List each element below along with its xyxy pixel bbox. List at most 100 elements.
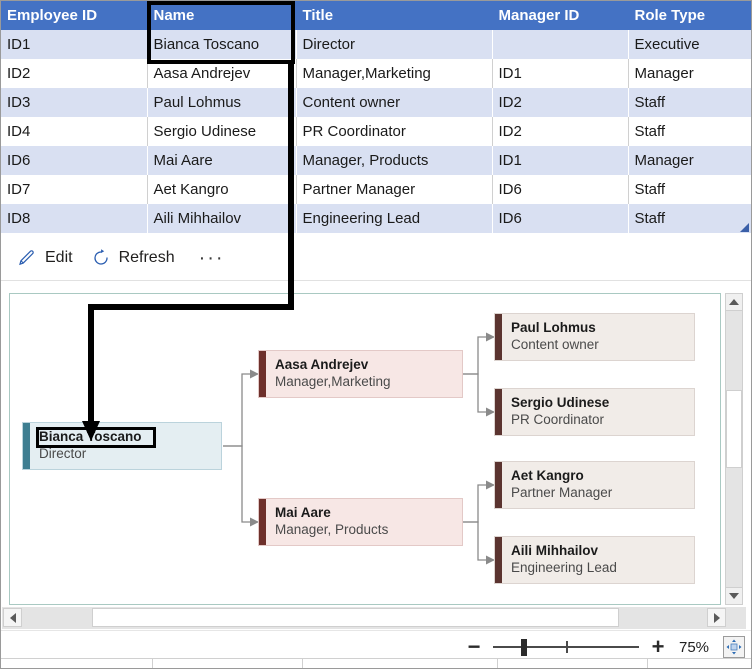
cell-name[interactable]: Mai Aare xyxy=(147,146,297,175)
node-accent-bar xyxy=(259,499,266,545)
cell-manager-id[interactable]: ID1 xyxy=(492,146,629,175)
cell-title[interactable]: PR Coordinator xyxy=(296,117,493,146)
node-accent-bar xyxy=(495,314,502,360)
cell-employee-id[interactable]: ID6 xyxy=(1,146,148,175)
table-row[interactable]: ID3 Paul Lohmus Content owner ID2 Staff xyxy=(1,88,751,117)
column-header-role-type[interactable]: Role Type xyxy=(628,1,751,30)
strip-cell xyxy=(1,659,153,668)
cell-title[interactable]: Engineering Lead xyxy=(296,204,493,233)
cell-role-type[interactable]: Staff xyxy=(628,88,751,117)
org-chart-canvas[interactable]: Bianca Toscano Director Aasa Andrejev Ma… xyxy=(9,293,721,605)
chevron-right-icon xyxy=(713,612,720,623)
horizontal-scroll-thumb[interactable] xyxy=(92,608,619,627)
cell-employee-id[interactable]: ID8 xyxy=(1,204,148,233)
cell-role-type[interactable]: Staff xyxy=(628,204,751,233)
node-accent-bar xyxy=(495,462,502,508)
chart-vertical-scrollbar[interactable] xyxy=(725,293,743,605)
pencil-icon xyxy=(17,248,37,268)
cell-role-type[interactable]: Manager xyxy=(628,146,751,175)
node-name: Paul Lohmus xyxy=(511,320,596,335)
fit-to-page-icon xyxy=(726,639,742,655)
zoom-slider[interactable] xyxy=(493,636,639,658)
employee-data-grid[interactable]: Employee ID Name Title Manager ID Role T… xyxy=(1,1,751,233)
org-node-partner-manager[interactable]: Aet Kangro Partner Manager xyxy=(494,461,695,509)
scroll-left-button[interactable] xyxy=(3,608,22,627)
zoom-in-button[interactable]: + xyxy=(651,634,665,659)
table-header-row: Employee ID Name Title Manager ID Role T… xyxy=(1,1,751,30)
zoom-percent-label: 75% xyxy=(678,638,710,656)
scroll-up-button[interactable] xyxy=(725,293,743,311)
zoom-slider-thumb[interactable] xyxy=(521,639,527,656)
cell-title[interactable]: Director xyxy=(296,30,493,59)
node-title: Director xyxy=(39,446,87,461)
zoom-slider-tick xyxy=(566,641,568,653)
node-name: Sergio Udinese xyxy=(511,395,610,410)
fit-to-page-button[interactable] xyxy=(723,636,745,658)
grid-toolbar: Edit Refresh ··· xyxy=(1,235,751,281)
employee-table: Employee ID Name Title Manager ID Role T… xyxy=(1,1,751,233)
bottom-grid-strip xyxy=(1,658,751,668)
scroll-right-button[interactable] xyxy=(707,608,726,627)
node-name: Bianca Toscano xyxy=(39,429,142,444)
cell-manager-id[interactable] xyxy=(492,30,629,59)
cell-role-type[interactable]: Staff xyxy=(628,175,751,204)
edit-button[interactable]: Edit xyxy=(17,248,73,268)
cell-name[interactable]: Aasa Andrejev xyxy=(147,59,297,88)
vertical-scroll-thumb[interactable] xyxy=(726,390,742,468)
org-node-content-owner[interactable]: Paul Lohmus Content owner xyxy=(494,313,695,361)
cell-manager-id[interactable]: ID2 xyxy=(492,88,629,117)
zoom-out-button[interactable]: − xyxy=(467,634,481,659)
chevron-up-icon xyxy=(729,299,739,305)
column-header-manager-id[interactable]: Manager ID xyxy=(492,1,629,30)
org-node-pr-coordinator[interactable]: Sergio Udinese PR Coordinator xyxy=(494,388,695,436)
cell-role-type[interactable]: Manager xyxy=(628,59,751,88)
cell-name[interactable]: Bianca Toscano xyxy=(147,30,297,59)
node-name: Aasa Andrejev xyxy=(275,357,369,372)
cell-employee-id[interactable]: ID7 xyxy=(1,175,148,204)
table-row[interactable]: ID4 Sergio Udinese PR Coordinator ID2 St… xyxy=(1,117,751,146)
cell-employee-id[interactable]: ID2 xyxy=(1,59,148,88)
table-row[interactable]: ID2 Aasa Andrejev Manager,Marketing ID1 … xyxy=(1,59,751,88)
node-title: Content owner xyxy=(511,337,599,352)
table-row[interactable]: ID7 Aet Kangro Partner Manager ID6 Staff xyxy=(1,175,751,204)
cell-employee-id[interactable]: ID3 xyxy=(1,88,148,117)
cell-title[interactable]: Manager,Marketing xyxy=(296,59,493,88)
cell-manager-id[interactable]: ID6 xyxy=(492,204,629,233)
cell-title[interactable]: Content owner xyxy=(296,88,493,117)
cell-name[interactable]: Aili Mihhailov xyxy=(147,204,297,233)
cell-title[interactable]: Manager, Products xyxy=(296,146,493,175)
overflow-menu-button[interactable]: ··· xyxy=(198,246,225,269)
table-row[interactable]: ID8 Aili Mihhailov Engineering Lead ID6 … xyxy=(1,204,751,233)
refresh-button[interactable]: Refresh xyxy=(91,248,175,268)
cell-employee-id[interactable]: ID1 xyxy=(1,30,148,59)
node-accent-bar xyxy=(259,351,266,397)
table-row[interactable]: ID1 Bianca Toscano Director Executive xyxy=(1,30,751,59)
org-node-manager-marketing[interactable]: Aasa Andrejev Manager,Marketing xyxy=(258,350,463,398)
cell-name[interactable]: Paul Lohmus xyxy=(147,88,297,117)
cell-name[interactable]: Aet Kangro xyxy=(147,175,297,204)
refresh-icon xyxy=(91,248,111,268)
cell-title[interactable]: Partner Manager xyxy=(296,175,493,204)
node-accent-bar xyxy=(23,423,30,469)
org-node-manager-products[interactable]: Mai Aare Manager, Products xyxy=(258,498,463,546)
cell-role-type[interactable]: Executive xyxy=(628,30,751,59)
column-header-employee-id[interactable]: Employee ID xyxy=(1,1,148,30)
scroll-down-button[interactable] xyxy=(725,587,743,605)
cell-role-type[interactable]: Staff xyxy=(628,117,751,146)
column-header-name[interactable]: Name xyxy=(147,1,297,30)
cell-manager-id[interactable]: ID6 xyxy=(492,175,629,204)
cell-employee-id[interactable]: ID4 xyxy=(1,117,148,146)
table-resize-handle[interactable] xyxy=(740,223,749,232)
cell-name[interactable]: Sergio Udinese xyxy=(147,117,297,146)
chart-horizontal-scrollbar[interactable] xyxy=(2,607,746,629)
org-node-root[interactable]: Bianca Toscano Director xyxy=(22,422,222,470)
node-name: Aet Kangro xyxy=(511,468,584,483)
cell-manager-id[interactable]: ID1 xyxy=(492,59,629,88)
table-row[interactable]: ID6 Mai Aare Manager, Products ID1 Manag… xyxy=(1,146,751,175)
strip-cell xyxy=(498,659,648,668)
org-node-engineering-lead[interactable]: Aili Mihhailov Engineering Lead xyxy=(494,536,695,584)
column-header-title[interactable]: Title xyxy=(296,1,493,30)
node-name: Aili Mihhailov xyxy=(511,543,599,558)
cell-manager-id[interactable]: ID2 xyxy=(492,117,629,146)
